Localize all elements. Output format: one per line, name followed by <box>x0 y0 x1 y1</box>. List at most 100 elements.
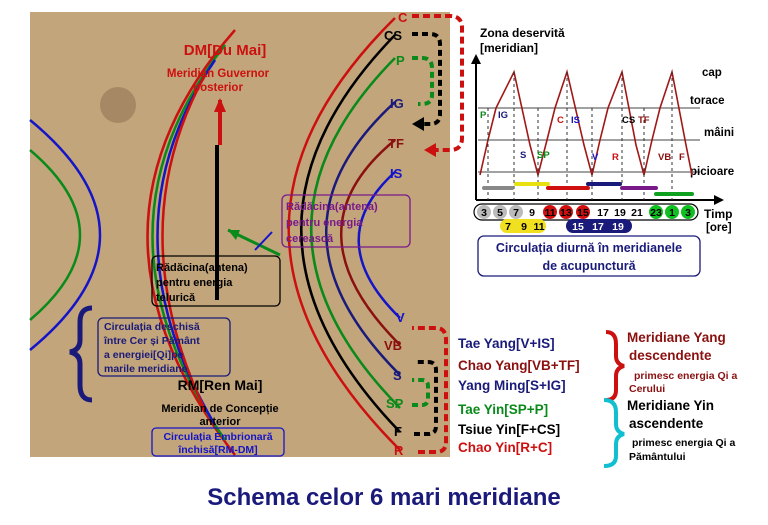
hour-r2-7: 7 <box>505 221 511 233</box>
hour-11: 11 <box>544 207 555 219</box>
return-SP <box>412 378 430 407</box>
hour-1-bg <box>665 205 679 219</box>
bottom-return-arrows <box>412 326 448 454</box>
hour-7-bg <box>509 205 523 219</box>
peak-CS: CS <box>622 115 635 126</box>
celestial-antenna-arrow <box>228 230 240 240</box>
embryo-circulation-box <box>151 427 285 457</box>
hour-13: 13 <box>560 207 572 219</box>
page-title: Schema celor 6 mari meridiane <box>207 484 561 511</box>
yin-heading-1: Meridiane Yin <box>627 398 714 413</box>
hour-15-bg <box>576 205 590 219</box>
open-circulation-line-4: marile meridiane <box>104 363 188 375</box>
hour-3a: 3 <box>481 207 487 219</box>
yin-brace <box>603 398 625 468</box>
level-maini: mâini <box>704 127 734 139</box>
hours-row-1: 3 5 7 9 11 13 15 17 19 21 23 1 3 <box>477 205 695 219</box>
arc-left-2 <box>151 44 227 441</box>
label-V: V <box>396 310 405 325</box>
return-P <box>412 56 434 106</box>
yang-item-2: Chao Yang[VB+TF] <box>458 358 580 373</box>
telluric-root-box <box>151 255 281 307</box>
label-P: P <box>396 53 405 68</box>
chart-y-arrow <box>471 54 481 64</box>
left-outer-arcs <box>29 119 102 351</box>
hour-5: 5 <box>497 207 503 219</box>
rm-title: RM[Ren Mai] <box>178 377 263 393</box>
chart-ylabel-1: Zona deservită <box>480 26 565 40</box>
hour-23: 23 <box>650 207 662 219</box>
return-C <box>412 14 464 152</box>
chart-peak-labels: P IG S SP C IS V R CS TF VB F <box>480 110 685 163</box>
central-arrow-up <box>214 98 226 112</box>
hour-1: 1 <box>669 207 675 219</box>
hour-11-bg <box>543 205 557 219</box>
hour-3b: 3 <box>685 207 691 219</box>
peak-F: F <box>679 152 685 163</box>
yang-item-3: Yang Ming[S+IG] <box>458 378 566 393</box>
hours-row-2-navy-bg <box>566 219 632 233</box>
chart-time-bars <box>482 182 694 196</box>
yin-item-1: Tae Yin[SP+P] <box>458 402 548 417</box>
celestial-root-box <box>281 194 411 248</box>
hours-row-2: 7 9 11 15 17 19 <box>500 219 632 233</box>
peak-P: P <box>480 110 487 121</box>
peak-S: S <box>520 150 526 161</box>
arc-right-P <box>310 57 401 409</box>
top-meridian-labels: C CS P IG TF IS <box>384 10 408 181</box>
hour-7: 7 <box>513 207 519 219</box>
peak-V: V <box>592 152 599 163</box>
open-circulation-line-2: între Cer și Pământ <box>103 335 200 347</box>
arc-outer-2 <box>29 149 82 321</box>
arc-right-IS <box>357 171 401 319</box>
arc-outer-1 <box>29 119 102 351</box>
dm-subtitle-1: Meridian Guvernor <box>167 68 270 80</box>
yin-note-1: primesc energia Qi a <box>632 437 735 449</box>
vitruvian-figure-head <box>100 87 136 123</box>
hour-r2-11: 11 <box>533 221 544 233</box>
hour-17: 17 <box>597 207 609 219</box>
label-C: C <box>398 10 408 25</box>
open-circulation-brace <box>69 305 93 403</box>
diurnal-chart: Zona deservită [meridian] cap torace mâi… <box>471 26 734 277</box>
peak-R: R <box>612 152 619 163</box>
yin-item-2: Tsiue Yin[F+CS] <box>458 422 560 437</box>
hour-5-bg <box>493 205 507 219</box>
hour-23-bg <box>649 205 663 219</box>
return-R <box>412 326 448 454</box>
telluric-root-line-1: Rădăcina(antena) <box>156 262 248 274</box>
label-VB: VB <box>384 338 402 353</box>
peak-TF: TF <box>638 115 650 126</box>
chart-ylabel-2: [meridian] <box>480 41 538 55</box>
telluric-root-line-3: telurică <box>156 292 196 304</box>
chart-dashed-verticals <box>487 72 673 200</box>
top-return-arrows <box>412 14 464 152</box>
yang-heading-1: Meridiane Yang <box>627 330 726 345</box>
label-TF: TF <box>388 136 404 151</box>
label-S: S <box>393 368 402 383</box>
chart-x-arrow <box>714 195 724 205</box>
yin-heading-2: ascendente <box>629 416 704 431</box>
label-IG: IG <box>390 96 404 111</box>
yang-group: Tae Yang[V+IS] Chao Yang[VB+TF] Yang Min… <box>458 330 737 402</box>
level-picioare: picioare <box>690 166 734 178</box>
return-F <box>414 360 438 436</box>
level-torace: torace <box>690 95 725 107</box>
telluric-root-line-2: pentru energia <box>156 277 233 289</box>
arc-right-CS <box>300 34 401 433</box>
arc-right-C <box>287 17 401 451</box>
chart-xlabel-2: [ore] <box>706 222 732 234</box>
arc-right-TF <box>340 139 401 346</box>
rm-subtitle-1: Meridian de Concepție <box>161 403 278 415</box>
return-CS <box>412 32 442 126</box>
peak-IS: IS <box>571 115 580 126</box>
arc-right-IG <box>325 101 401 376</box>
hour-3b-bg <box>681 205 695 219</box>
open-circulation-line-1: Circulația deschisă <box>104 321 200 333</box>
return-C-arrowhead <box>424 143 436 157</box>
level-cap: cap <box>702 67 722 79</box>
celestial-root-line-1: Rădăcina(antena) <box>286 201 378 213</box>
arc-left-1 <box>146 29 236 456</box>
celestial-root-line-2: pentru energia <box>286 217 363 229</box>
arc-left-4 <box>161 74 207 411</box>
